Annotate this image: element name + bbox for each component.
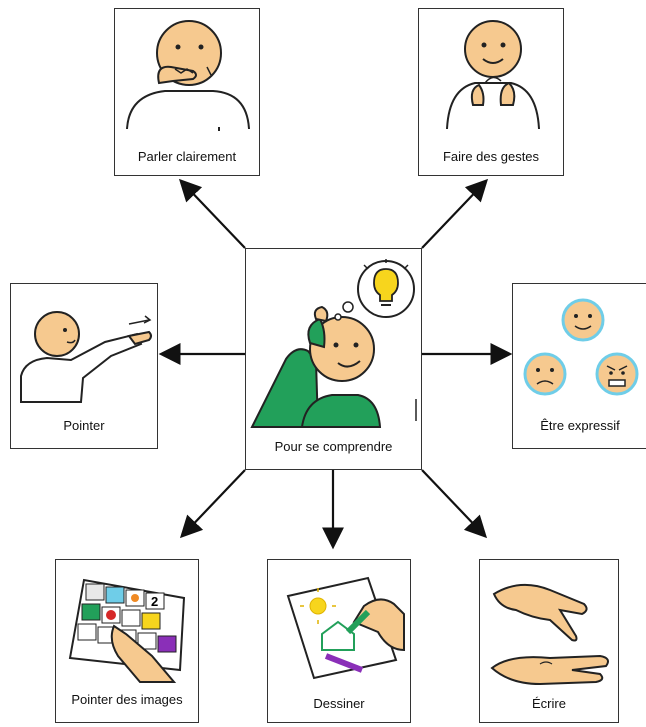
node-label-expressif: Être expressif — [540, 418, 620, 433]
thinking-person-icon — [250, 259, 417, 428]
node-images: 2 Pointer des images — [55, 559, 199, 723]
node-label-images: Pointer des images — [71, 692, 183, 707]
node-label-pointer: Pointer — [63, 418, 105, 433]
arrow-to-gestes — [421, 178, 489, 249]
svg-text:2: 2 — [151, 594, 158, 609]
node-label-ecrire: Écrire — [532, 696, 566, 711]
node-label-center: Pour se comprendre — [274, 439, 393, 454]
pointing-person-icon — [20, 311, 152, 403]
drawing-hand-icon — [286, 576, 405, 680]
node-label-gestes: Faire des gestes — [442, 149, 540, 164]
node-gestes: Faire des gestes — [418, 8, 564, 176]
node-center: Pour se comprendre — [245, 248, 422, 470]
writing-on-hand-icon — [490, 583, 609, 686]
sign-gesture-icon — [446, 20, 540, 130]
mouth-speaking-icon — [126, 20, 250, 131]
picture-board-icon: 2 — [68, 578, 186, 683]
emotion-faces-icon — [523, 298, 639, 396]
arrow-to-ecrire — [421, 469, 488, 539]
arrow-to-parler — [178, 178, 246, 249]
node-ecrire: Écrire — [479, 559, 619, 723]
node-label-parler: Parler clairement — [137, 149, 237, 164]
arrow-to-images — [179, 469, 246, 539]
node-dessiner: Dessiner — [267, 559, 411, 723]
node-label-dessiner: Dessiner — [313, 696, 365, 711]
node-pointer: Pointer — [10, 283, 158, 449]
node-parler: Parler clairement — [114, 8, 260, 176]
node-expressif: Être expressif — [512, 283, 646, 449]
